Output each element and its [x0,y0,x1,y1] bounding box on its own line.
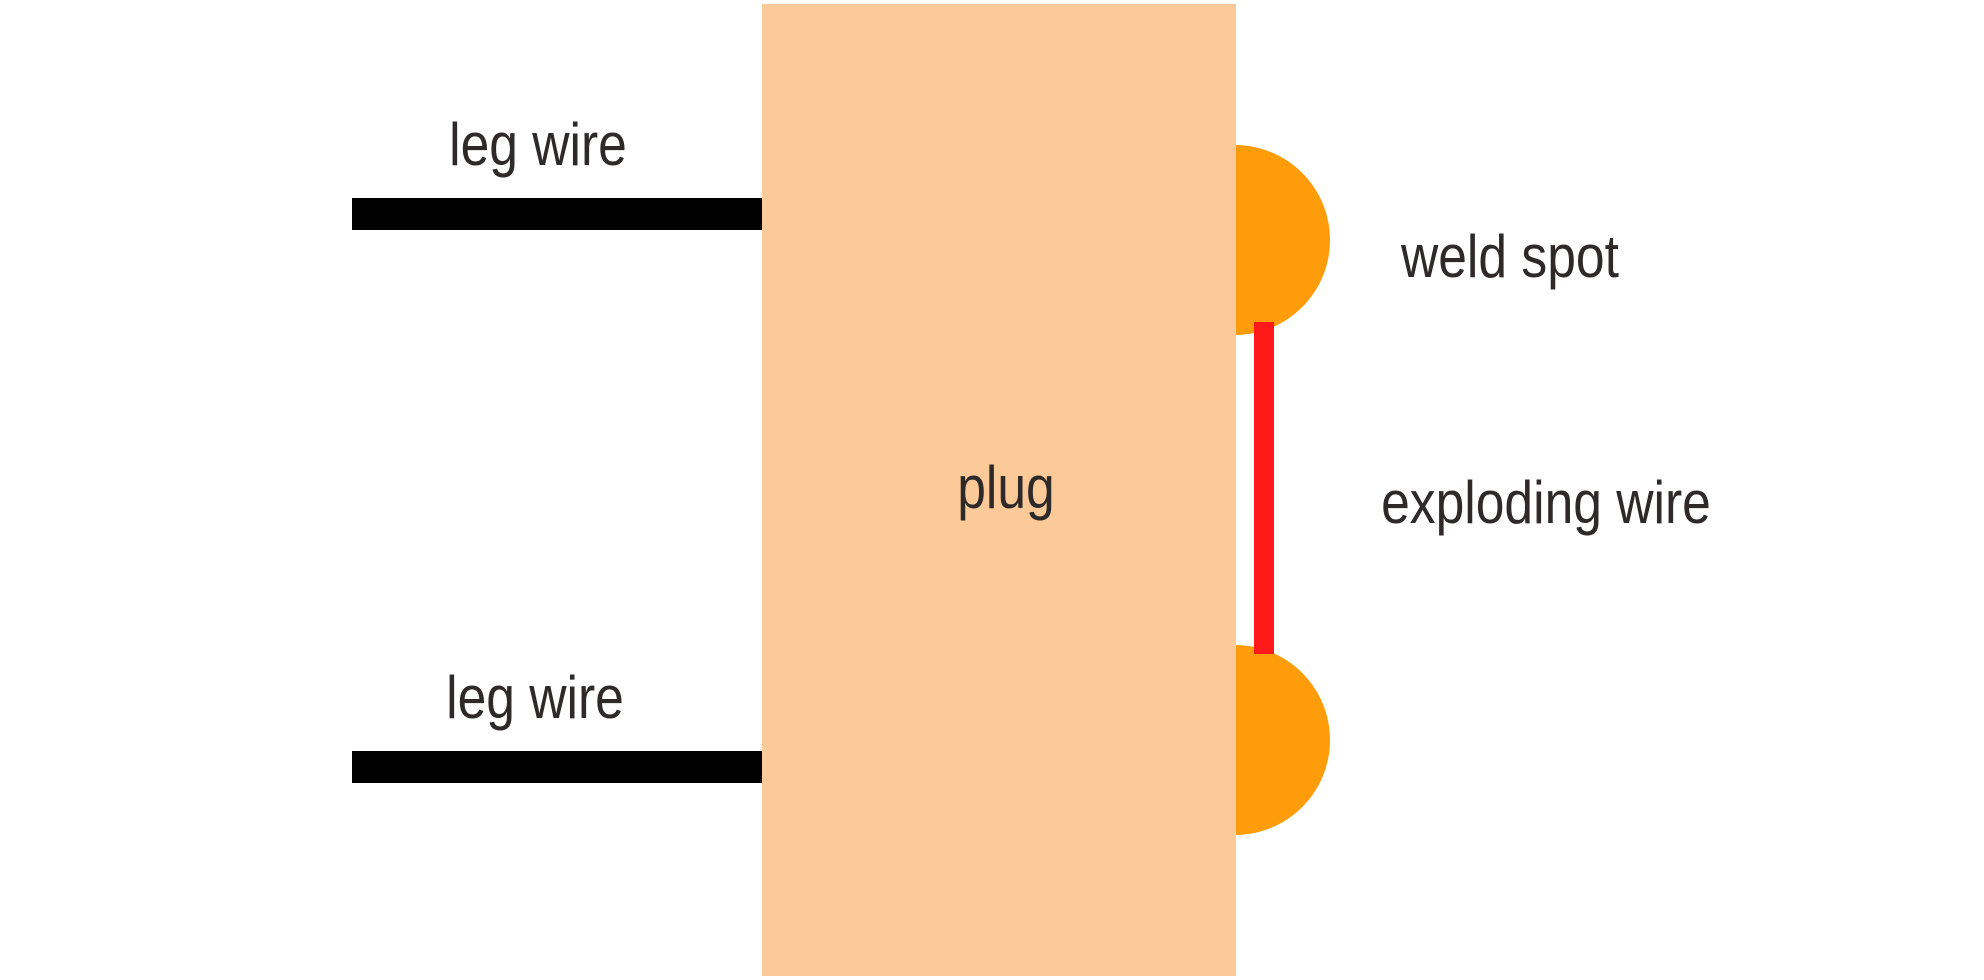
leg-wire-bottom-label: leg wire [446,663,624,731]
leg-wire-top [352,198,762,230]
weld-spot-label: weld spot [1400,222,1619,290]
plug [762,4,1236,976]
plug-label: plug [957,453,1055,521]
leg-wire-top-label: leg wire [449,110,627,178]
exploding-wire [1254,322,1274,654]
exploding-wire-label: exploding wire [1381,468,1711,536]
leg-wire-bottom [352,751,762,783]
